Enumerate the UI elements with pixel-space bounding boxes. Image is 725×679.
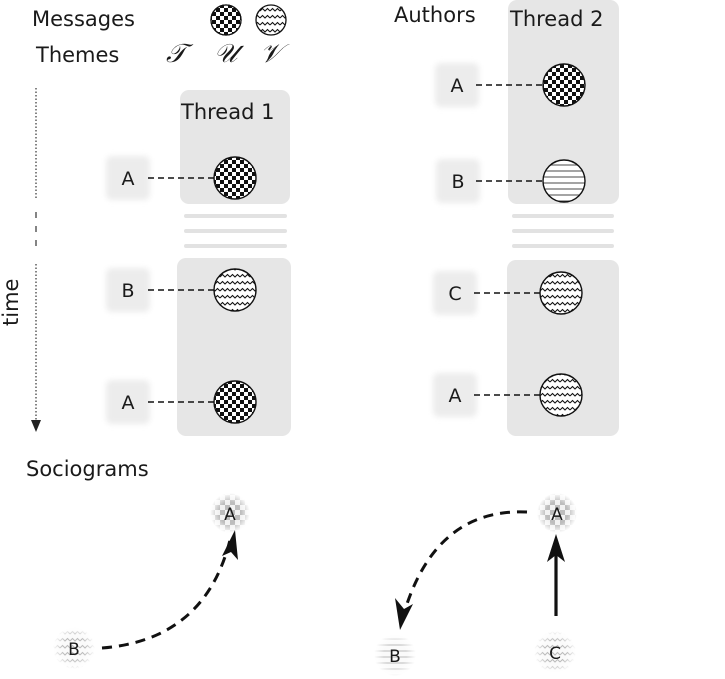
author-label: B bbox=[451, 171, 464, 193]
author-label: A bbox=[122, 392, 135, 414]
wave-pattern-icon bbox=[255, 4, 287, 36]
sociogram-1: A B bbox=[53, 493, 250, 669]
node-label: A bbox=[224, 505, 236, 525]
thread-2-title: Thread 2 bbox=[509, 7, 603, 31]
author-label: A bbox=[122, 168, 135, 190]
message-row: A bbox=[106, 380, 257, 424]
node-label: A bbox=[551, 505, 563, 525]
thread-1: Thread 1 bbox=[177, 90, 291, 436]
theme-symbol-u: 𝒰 bbox=[214, 39, 245, 69]
message-row: A bbox=[433, 373, 583, 417]
edge-a-to-b bbox=[403, 510, 528, 611]
thread-2-gap-line-1 bbox=[512, 214, 614, 218]
arrow-head-icon bbox=[547, 534, 565, 562]
author-box bbox=[433, 271, 477, 315]
author-label: B bbox=[121, 280, 134, 302]
checker-message-icon bbox=[213, 380, 257, 424]
thread-1-gap-line-1 bbox=[184, 214, 287, 218]
message-row: A bbox=[435, 63, 586, 107]
author-box bbox=[106, 156, 150, 200]
author-label: A bbox=[451, 75, 464, 97]
sociograms-title: Sociograms bbox=[26, 457, 149, 481]
legend-swatches bbox=[210, 4, 287, 36]
authors-label: Authors bbox=[394, 3, 476, 27]
checker-message-icon bbox=[542, 63, 586, 107]
wave-message-circle-icon bbox=[213, 268, 257, 312]
edge-b-to-a bbox=[101, 539, 232, 650]
time-axis-label: time bbox=[0, 279, 23, 326]
node-b-wave-icon bbox=[53, 627, 95, 669]
message-row: B bbox=[436, 159, 586, 203]
legend-messages-label: Messages bbox=[32, 7, 135, 31]
author-box bbox=[433, 373, 477, 417]
node-a-checker-icon bbox=[210, 493, 250, 533]
author-label: C bbox=[448, 283, 461, 305]
legend-themes-label: Themes bbox=[35, 43, 119, 67]
stripes-message-icon bbox=[542, 159, 586, 203]
node-a-checker-icon bbox=[537, 493, 577, 533]
legend: Messages Themes bbox=[32, 4, 242, 67]
theme-symbol-v: 𝒱 bbox=[260, 39, 290, 69]
thread-2-gap-line-3 bbox=[512, 244, 614, 248]
thread-1-panel-bottom bbox=[177, 258, 291, 436]
thread-1-title: Thread 1 bbox=[180, 100, 274, 124]
message-row: B bbox=[106, 268, 257, 312]
node-label: B bbox=[68, 640, 80, 660]
node-label: B bbox=[389, 647, 401, 667]
author-label: A bbox=[449, 385, 462, 407]
time-axis-arrow-icon bbox=[31, 420, 41, 432]
wave-message-circle-icon bbox=[539, 373, 583, 417]
thread-1-panel-top bbox=[180, 90, 290, 204]
arrow-head-icon bbox=[222, 530, 238, 560]
thread-2-messages: A B C A bbox=[433, 63, 586, 417]
sociogram-2: A B C bbox=[374, 493, 577, 676]
node-b-stripes-icon bbox=[374, 634, 416, 676]
checker-pattern-icon bbox=[210, 4, 242, 36]
thread-2-gap-line-2 bbox=[512, 229, 614, 233]
thread-1-gap-line-2 bbox=[184, 229, 287, 233]
thread-1-messages: A B A bbox=[106, 156, 257, 424]
thread-2-panel-bottom bbox=[507, 260, 619, 436]
wave-message-circle-icon bbox=[539, 271, 583, 315]
author-box bbox=[106, 380, 150, 424]
theme-symbol-t: 𝒯 bbox=[166, 39, 194, 69]
arrow-head-icon bbox=[395, 598, 413, 630]
legend-stripes-group bbox=[257, 5, 287, 35]
author-box bbox=[436, 159, 480, 203]
checker-message-icon bbox=[213, 156, 257, 200]
message-row: A bbox=[106, 156, 257, 200]
node-c-wave-icon bbox=[534, 631, 576, 673]
thread-1-gap-line-3 bbox=[184, 244, 287, 248]
node-label: C bbox=[549, 644, 561, 664]
author-box bbox=[435, 63, 479, 107]
legend-theme-symbols: 𝒯 𝒰 𝒱 bbox=[166, 39, 290, 69]
message-row: C bbox=[433, 271, 583, 315]
author-box bbox=[106, 268, 150, 312]
time-axis: time bbox=[0, 88, 41, 432]
